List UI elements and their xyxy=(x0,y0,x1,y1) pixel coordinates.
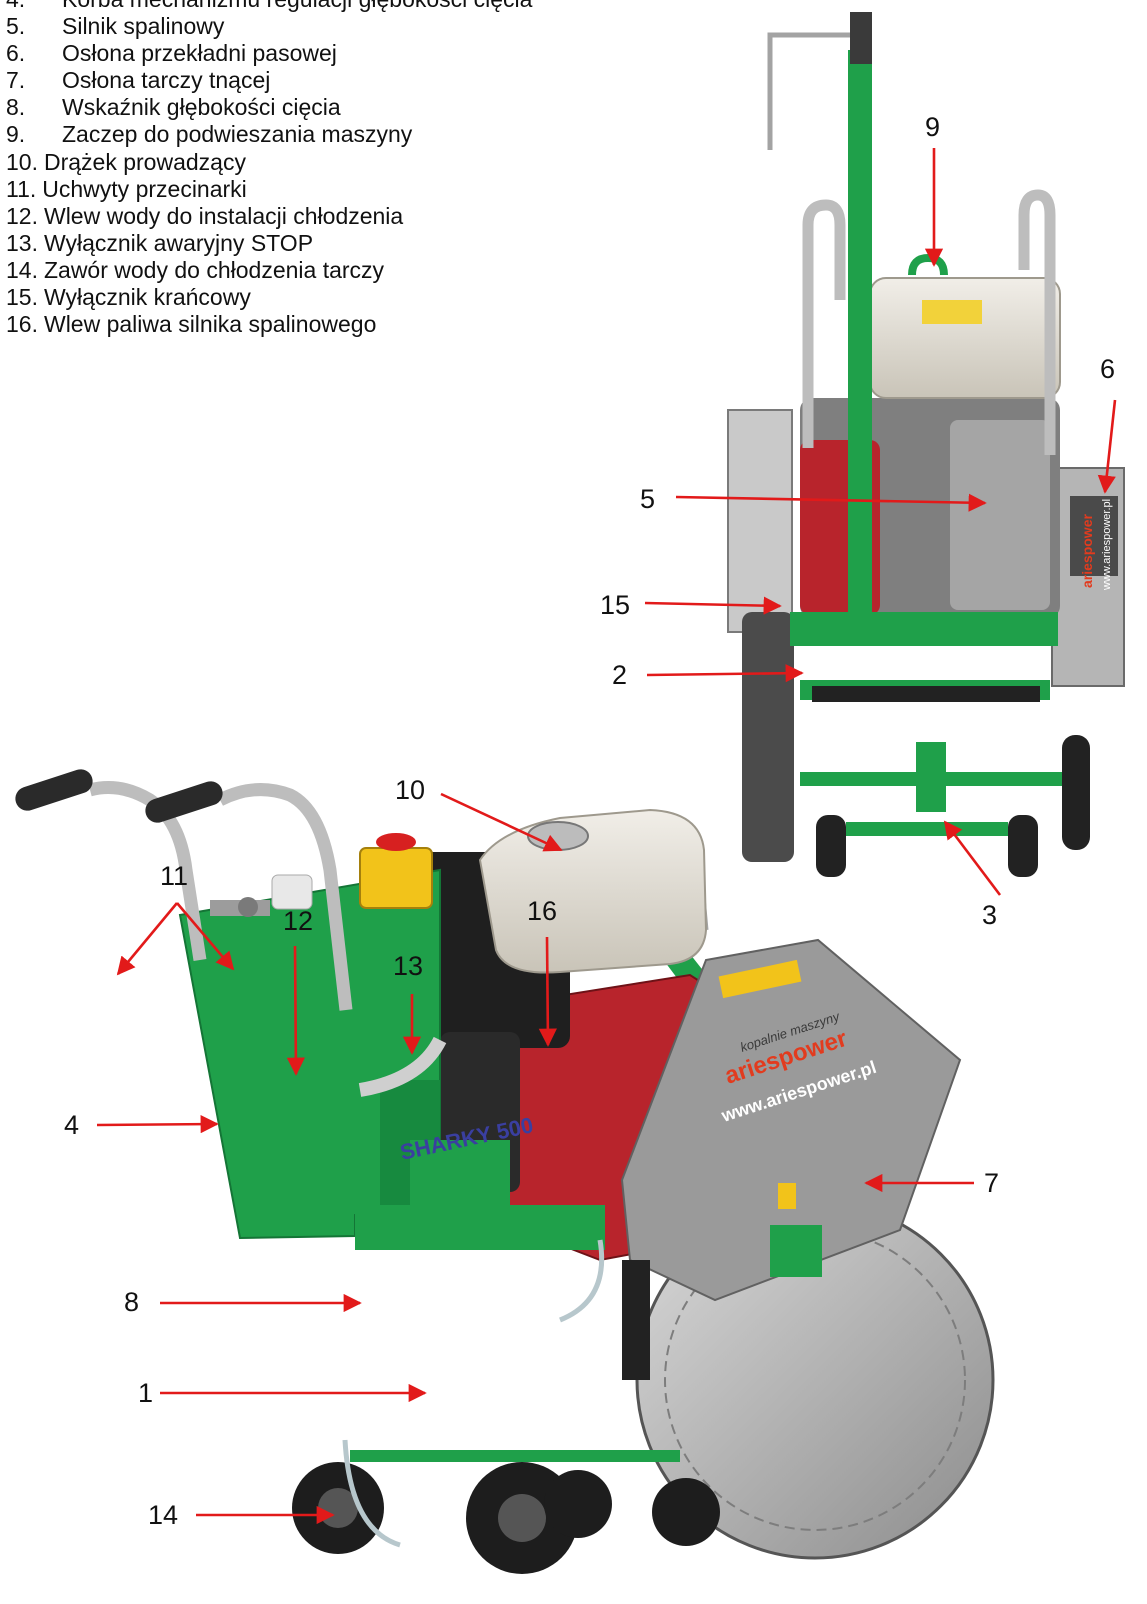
legend-item: 14.Zawór wody do chłodzenia tarczy xyxy=(0,257,532,284)
rear-blade xyxy=(742,612,794,862)
legend-number: 4. xyxy=(0,0,62,13)
arrow-16 xyxy=(538,936,557,1047)
arrow-6 xyxy=(1097,399,1117,494)
legend-text: Wlew wody do instalacji chłodzenia xyxy=(43,202,404,229)
rear-fuel-tank xyxy=(869,277,1061,399)
rear-view-machine: ariespower www.ariespower.pl xyxy=(727,12,1125,877)
rear-lifting-hook xyxy=(908,253,948,276)
callout-7: 7 xyxy=(984,1168,1000,1198)
legend-number: 7. xyxy=(6,67,26,94)
legend-number: 6. xyxy=(6,40,26,67)
legend-item: 6. Osłona przekładni pasowej xyxy=(0,40,532,67)
legend-text: Wlew paliwa silnika spalinowego xyxy=(43,311,377,338)
legend-number: 12. xyxy=(6,202,38,229)
arrow-15 xyxy=(644,596,782,615)
legend-number: 8. xyxy=(6,94,26,121)
callout-2: 2 xyxy=(612,660,628,690)
callout-13: 13 xyxy=(393,951,424,981)
legend-item: 13.Wyłącznik awaryjny STOP xyxy=(0,230,532,257)
arrow-5 xyxy=(675,493,987,512)
callout-8: 8 xyxy=(124,1287,140,1317)
water-filler-cap xyxy=(271,874,313,910)
callout-arrows xyxy=(96,148,1117,1525)
legend-text: Osłona przekładni pasowej xyxy=(62,40,337,67)
legend-text: Wyłącznik awaryjny STOP xyxy=(43,229,314,256)
legend-item: 8. Wskaźnik głębokości cięcia xyxy=(0,94,532,121)
front-wheel-a xyxy=(544,1470,612,1538)
legend-number: 10. xyxy=(6,148,38,175)
legend-item: 10.Drążek prowadzący xyxy=(0,149,532,176)
legend-item: 15.Wyłącznik krańcowy xyxy=(0,284,532,311)
arrow-10 xyxy=(440,792,563,852)
arrow-12 xyxy=(286,945,305,1076)
legend-text: Uchwyty przecinarki xyxy=(42,175,247,202)
legend-number: 14. xyxy=(6,256,38,283)
legend-item: 12.Wlew wody do instalacji chłodzenia xyxy=(0,203,532,230)
legend-number: 5. xyxy=(6,13,26,40)
callout-10: 10 xyxy=(395,775,426,805)
water-hose xyxy=(342,1239,605,1548)
legend-number: 16. xyxy=(6,311,38,338)
legend-text: Korba mechanizmu regulacji głębokości ci… xyxy=(62,0,532,12)
callout-12: 12 xyxy=(283,906,314,936)
rear-cover-url: www.ariespower.pl xyxy=(1101,499,1113,591)
legend-item: 11.Uchwyty przecinarki xyxy=(0,176,532,203)
callout-9: 9 xyxy=(925,112,941,142)
legend-number: 11. xyxy=(6,175,37,202)
legend-number: 15. xyxy=(6,284,38,311)
grip-right xyxy=(145,781,223,823)
legend-text: Wskaźnik głębokości cięcia xyxy=(62,94,341,121)
rear-guide-bar xyxy=(848,50,872,640)
callout-11: 11 xyxy=(160,861,189,891)
legend-item: 7. Osłona tarczy tnącej xyxy=(0,67,532,94)
callout-6: 6 xyxy=(1100,354,1116,384)
parts-legend: 4.Korba mechanizmu regulacji głębokości … xyxy=(0,0,532,338)
fuel-cap xyxy=(527,821,589,851)
callout-14: 14 xyxy=(148,1500,179,1530)
rear-cover-brand: ariespower xyxy=(1079,514,1095,588)
arrow-11b xyxy=(176,902,235,971)
callout-5: 5 xyxy=(640,484,656,514)
handle-left xyxy=(88,781,207,961)
legend-number: 9. xyxy=(6,121,26,148)
legend-text: Zawór wody do chłodzenia tarczy xyxy=(43,256,385,283)
arrow-3 xyxy=(943,820,1002,896)
rear-handle-left xyxy=(802,199,846,448)
rear-wheel xyxy=(1062,735,1090,850)
grip-left xyxy=(15,769,93,811)
legend-text: Wyłącznik krańcowy xyxy=(43,284,251,311)
rear-front-wheel-right xyxy=(1008,815,1038,877)
depth-indicator-arc xyxy=(358,1036,447,1097)
legend-number: 13. xyxy=(6,229,38,256)
legend-text: Drążek prowadzący xyxy=(43,148,246,175)
callout-3: 3 xyxy=(982,900,998,930)
arrow-2 xyxy=(646,664,804,683)
emergency-stop-box xyxy=(359,847,433,909)
arrow-11a xyxy=(116,902,178,976)
callout-4: 4 xyxy=(64,1110,80,1140)
front-view-machine: SHARKY 500 kopalnie maszyny ariespower w… xyxy=(15,769,995,1574)
legend-text: Osłona tarczy tnącej xyxy=(62,67,271,94)
rear-frame-bar xyxy=(790,612,1058,646)
fuel-tank xyxy=(478,808,708,974)
legend-item: 9. Zaczep do podwieszania maszyny xyxy=(0,121,532,148)
legend-item: 4.Korba mechanizmu regulacji głębokości … xyxy=(0,0,532,13)
rear-handle-right xyxy=(1018,189,1056,455)
rear-front-wheel-left xyxy=(816,815,846,877)
legend-item: 16.Wlew paliwa silnika spalinowego xyxy=(0,311,532,338)
callout-16: 16 xyxy=(527,896,558,926)
handle-right xyxy=(217,783,353,1011)
legend-text: Zaczep do podwieszania maszyny xyxy=(62,121,413,148)
front-wheel-b xyxy=(652,1478,720,1546)
callout-15: 15 xyxy=(600,590,631,620)
callout-1: 1 xyxy=(138,1378,154,1408)
rear-blade-guard xyxy=(727,409,793,633)
legend-item: 5. Silnik spalinowy xyxy=(0,13,532,40)
legend-text: Silnik spalinowy xyxy=(62,13,225,40)
arrow-4 xyxy=(96,1115,219,1134)
